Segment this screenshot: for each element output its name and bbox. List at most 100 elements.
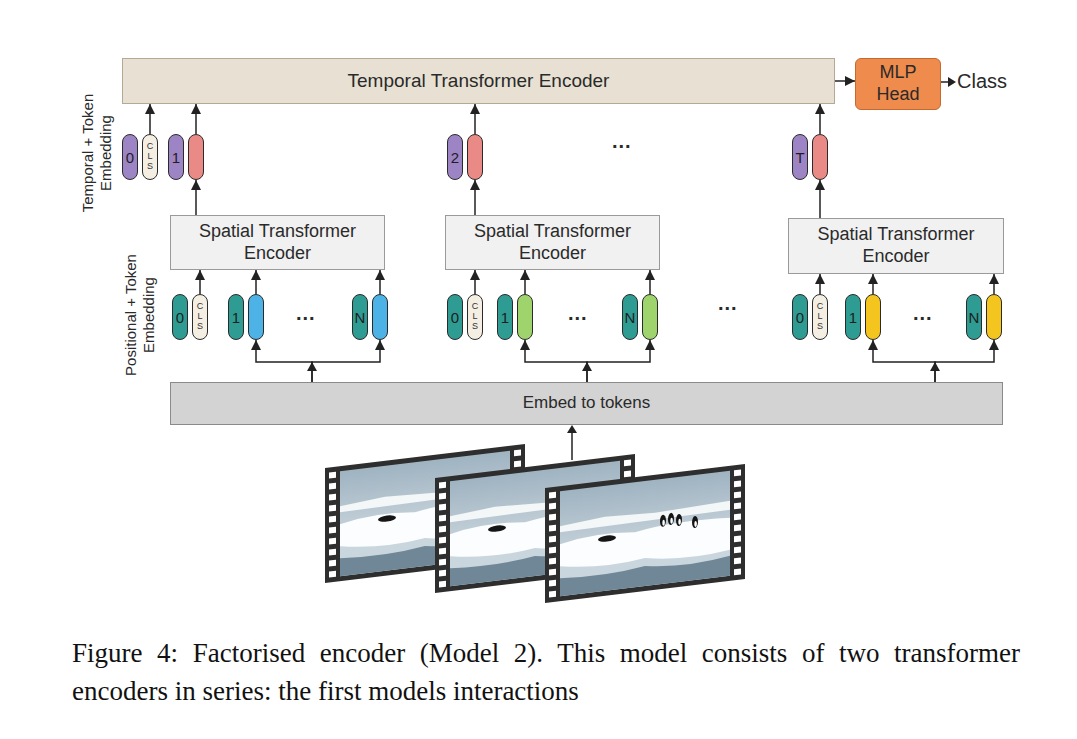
connector [819, 104, 821, 134]
connector [379, 270, 381, 294]
ellipsis: ... [296, 302, 316, 325]
connector [587, 340, 650, 382]
box-title: Spatial Transformer Encoder [804, 224, 989, 267]
connector [312, 340, 380, 382]
connector [524, 270, 526, 294]
cls-token: CLS [812, 294, 828, 340]
token-pair: N [966, 294, 1002, 340]
position-embedding: 1 [845, 294, 861, 340]
connector [993, 274, 995, 294]
token-index: N [355, 309, 366, 326]
token-pair: 2 [447, 134, 483, 180]
token-embedding [248, 294, 264, 340]
token-embedding [986, 294, 1002, 340]
position-embedding: N [622, 294, 638, 340]
position-embedding: 0 [447, 294, 463, 340]
connector [474, 270, 476, 294]
token-pair: 0 CLS [792, 294, 828, 340]
connector [819, 274, 821, 294]
position-embedding: 0 [172, 294, 188, 340]
spatial-encoder: Spatial Transformer Encoder [445, 215, 660, 270]
position-embedding: 0 [792, 294, 808, 340]
token-pair: T [792, 134, 828, 180]
connector [935, 340, 994, 382]
connector [256, 340, 312, 382]
box-title: Temporal Transformer Encoder [348, 70, 610, 93]
box-title: Spatial Transformer Encoder [185, 221, 370, 264]
token-pair: N [622, 294, 658, 340]
connector [474, 104, 476, 134]
connector [819, 180, 821, 218]
token-embedding [517, 294, 533, 340]
ellipsis: ... [718, 292, 738, 315]
position-embedding: 1 [168, 134, 184, 180]
connector [195, 104, 197, 134]
token-index: 1 [232, 309, 240, 326]
token-index: T [795, 149, 804, 166]
position-embedding: 1 [497, 294, 513, 340]
position-embedding: T [792, 134, 808, 180]
position-embedding: 1 [228, 294, 244, 340]
token-index: N [625, 309, 636, 326]
spatial-encoder: Spatial Transformer Encoder [788, 218, 1004, 274]
axis-label: Positional + Token Embedding [120, 240, 160, 390]
figure-caption: Figure 4: Factorised encoder (Model 2). … [72, 634, 1020, 710]
token-pair: 1 [228, 294, 264, 340]
video-frames [325, 444, 745, 603]
connector [149, 104, 151, 134]
token-embedding [188, 134, 204, 180]
axis-label: Temporal + Token Embedding [77, 78, 117, 228]
connector [195, 180, 197, 215]
embed-band: Embed to tokens [170, 382, 1003, 425]
connector [199, 270, 201, 294]
connector [649, 270, 651, 294]
token-index: 2 [451, 149, 459, 166]
position-embedding: N [352, 294, 368, 340]
token-pair: 1 [845, 294, 881, 340]
token-index: 1 [501, 309, 509, 326]
spatial-encoder: Spatial Transformer Encoder [170, 215, 385, 270]
cls-text: CLS [816, 302, 825, 332]
ellipsis: ... [913, 302, 933, 325]
token-embedding [467, 134, 483, 180]
connector [255, 270, 257, 294]
ellipsis: ... [612, 130, 632, 153]
token-index: 0 [451, 309, 459, 326]
token-pair: N [352, 294, 388, 340]
connector [872, 274, 874, 294]
box-title: MLP Head [863, 62, 933, 105]
ellipsis: ... [568, 302, 588, 325]
token-embedding [812, 134, 828, 180]
token-index: 0 [176, 309, 184, 326]
token-index: 0 [796, 309, 804, 326]
position-embedding: 0 [122, 134, 138, 180]
box-title: Embed to tokens [523, 393, 651, 413]
connector [873, 340, 935, 382]
token-pair: 0 CLS [447, 294, 483, 340]
output-label: Class [957, 70, 1007, 93]
connector [474, 180, 476, 215]
position-embedding: N [966, 294, 982, 340]
box-title: Spatial Transformer Encoder [460, 221, 645, 264]
temporal-encoder: Temporal Transformer Encoder [122, 58, 835, 104]
token-embedding [642, 294, 658, 340]
token-embedding [372, 294, 388, 340]
token-index: N [969, 309, 980, 326]
connector [835, 80, 855, 82]
token-pair: 1 [497, 294, 533, 340]
token-embedding [865, 294, 881, 340]
token-index: 1 [849, 309, 857, 326]
connector [525, 340, 587, 382]
cls-token: CLS [467, 294, 483, 340]
token-pair: 1 [168, 134, 204, 180]
mlp-head: MLP Head [855, 58, 941, 110]
cls-text: CLS [471, 302, 480, 332]
token-index: 1 [172, 149, 180, 166]
position-embedding: 2 [447, 134, 463, 180]
cls-token: CLS [142, 134, 158, 180]
token-pair: 0 CLS [122, 134, 158, 180]
token-index: 0 [126, 149, 134, 166]
cls-text: CLS [146, 142, 155, 172]
